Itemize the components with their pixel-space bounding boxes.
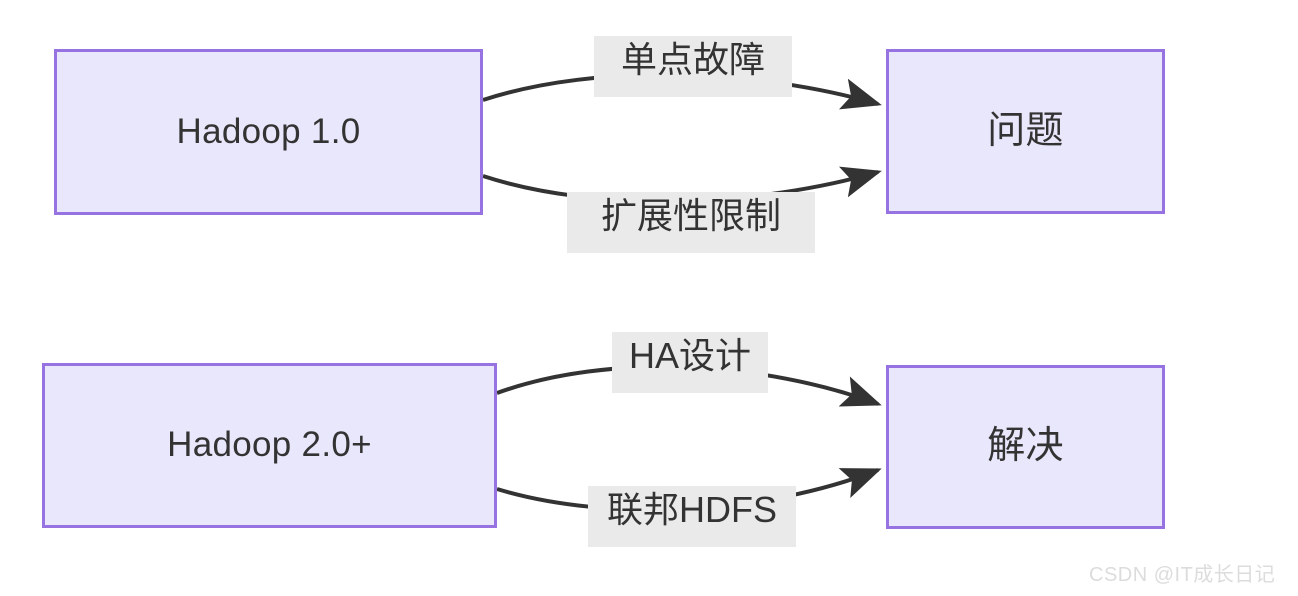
edge-label-scalability-limit: 扩展性限制 — [567, 192, 815, 253]
node-solution[interactable]: 解决 — [886, 365, 1165, 529]
edge-label-federated-hdfs: 联邦HDFS — [588, 486, 796, 547]
edge-label-single-point-failure: 单点故障 — [594, 36, 792, 97]
node-hadoop-1-0-label: Hadoop 1.0 — [176, 111, 361, 151]
node-hadoop-2-0-plus-label: Hadoop 2.0+ — [167, 425, 372, 465]
edge-label-ha-design: HA设计 — [612, 332, 768, 393]
node-hadoop-1-0[interactable]: Hadoop 1.0 — [54, 49, 483, 215]
node-hadoop-2-0-plus[interactable]: Hadoop 2.0+ — [42, 363, 497, 528]
watermark-text: CSDN @IT成长日记 — [1089, 564, 1276, 586]
node-solution-label: 解决 — [987, 425, 1064, 468]
node-problem[interactable]: 问题 — [886, 49, 1165, 214]
node-problem-label: 问题 — [987, 109, 1064, 152]
